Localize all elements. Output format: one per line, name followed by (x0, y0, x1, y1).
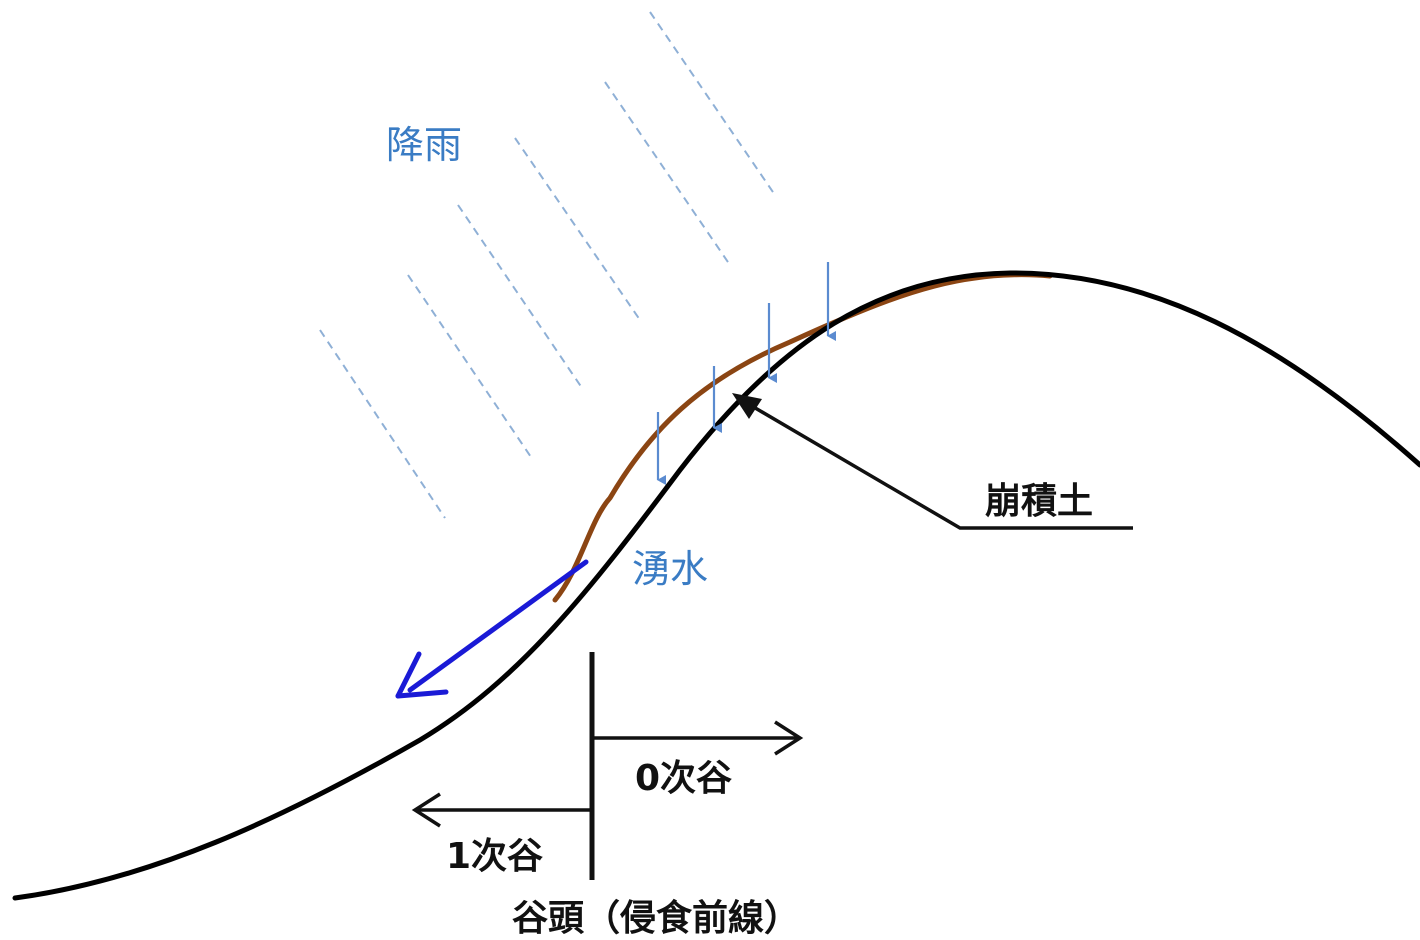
spring-water-label: 湧水 (632, 547, 708, 591)
rain-line (649, 11, 776, 196)
zero-order-arrow (592, 720, 804, 756)
first-order-valley-label: 1次谷 (446, 836, 543, 877)
rain-line (407, 274, 534, 461)
colluvium-pointer (732, 393, 1133, 530)
rain-line (457, 204, 583, 389)
rain-lines (319, 11, 776, 519)
infiltration-arrows (656, 262, 836, 485)
rainfall-label: 降雨 (386, 123, 462, 167)
colluvium-label: 崩積土 (985, 481, 1093, 522)
first-order-arrow (411, 792, 592, 828)
rain-line (319, 329, 446, 519)
colluvium-layer (552, 272, 1053, 603)
valley-head-label: 谷頭（侵食前線） (512, 898, 800, 939)
ground-surface (12, 270, 1420, 901)
rain-line (604, 81, 731, 266)
zero-order-valley-label: 0次谷 (635, 758, 732, 799)
spring-flow-arrow (395, 559, 589, 699)
rain-line (514, 137, 641, 321)
